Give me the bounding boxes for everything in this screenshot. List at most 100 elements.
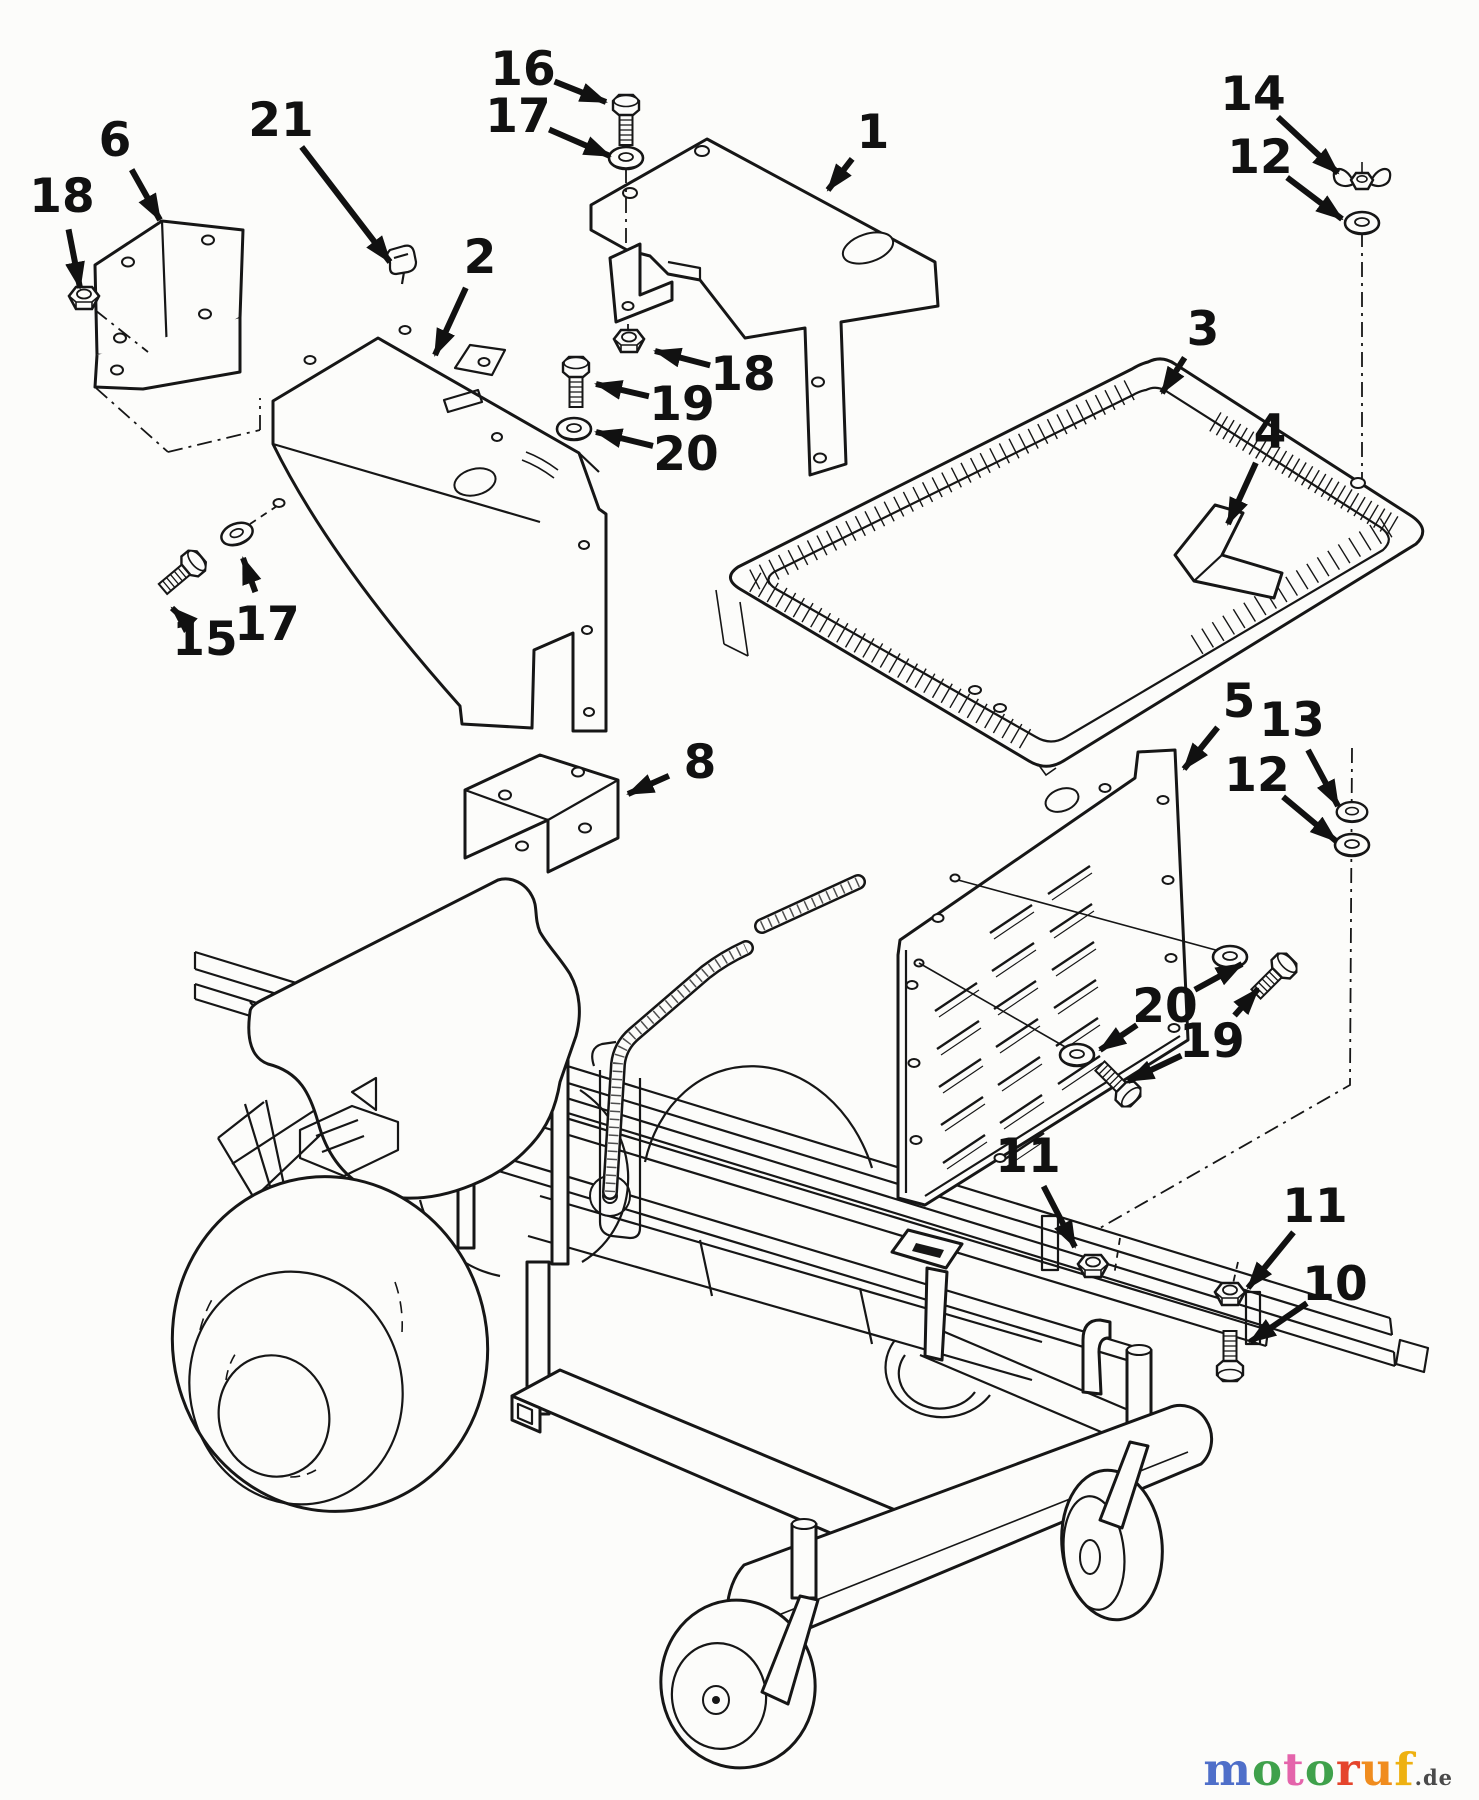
hatch-line (749, 569, 761, 590)
louver-slat-shadow (1005, 1139, 1047, 1168)
hatch-line (1190, 634, 1204, 655)
hatch-line (1094, 394, 1106, 415)
callout-arrow-19 (1232, 987, 1261, 1018)
callout-arrow-17 (240, 556, 262, 594)
callout-arrow-4 (1225, 461, 1259, 526)
watermark-suffix: .de (1414, 1765, 1453, 1790)
louver-slat-shadow (1057, 986, 1099, 1015)
louver-slat-shadow (1055, 948, 1097, 977)
washer-icon (1343, 210, 1381, 236)
hatch-line (1243, 602, 1256, 622)
hatch-line (931, 477, 943, 498)
callout-arrow-13 (1305, 748, 1341, 808)
hatch-line (1232, 608, 1246, 629)
hatch-line (870, 643, 884, 663)
hatch-line (1287, 458, 1301, 478)
hatch-line (775, 587, 788, 608)
hatch-line (1320, 477, 1333, 498)
callout-label-3: 3 (1187, 302, 1220, 357)
hatch-line (1295, 569, 1309, 590)
louver-slat (991, 942, 1035, 972)
callout-arrow-10 (1248, 1300, 1309, 1345)
hatch-line (1010, 723, 1023, 744)
watermark-letter: r (1335, 1743, 1361, 1796)
hatch-line (1337, 544, 1351, 564)
washer-icon (1058, 1042, 1096, 1068)
engine-assembly (247, 874, 866, 1278)
hatch-line (1027, 428, 1039, 449)
louver-slat-shadow (1001, 1063, 1043, 1092)
louver-slat (942, 1134, 986, 1164)
hatch-line (1037, 423, 1049, 445)
callout-arrow-11 (1245, 1230, 1296, 1290)
hatch-line (1358, 531, 1372, 551)
louver-slat (940, 1096, 984, 1126)
callout-label-17: 17 (485, 89, 550, 144)
nut-icon (67, 285, 101, 311)
callout-arrow-18 (653, 347, 711, 369)
bolt-icon (153, 545, 211, 601)
hatch-line (1316, 557, 1330, 577)
hatch-line (1253, 595, 1267, 616)
hood-vent-triangle (350, 1076, 378, 1112)
callout-label-10: 10 (1302, 1257, 1367, 1312)
washer-icon (1335, 800, 1369, 824)
hatch-line (1235, 427, 1248, 448)
louver-slat-shadow (1061, 1062, 1103, 1091)
hatch-line (931, 678, 945, 699)
callout-label-2: 2 (464, 230, 497, 285)
hatch-line (766, 582, 779, 603)
watermark-letter: t (1283, 1743, 1305, 1796)
hatch-line (818, 612, 832, 633)
hatch-line (1268, 446, 1281, 467)
hatch-line (1056, 414, 1068, 435)
seat-mount-bracket (298, 1104, 400, 1178)
hatch-line (1008, 438, 1020, 459)
louver-slat-shadow (940, 1027, 982, 1056)
louver-slat (1049, 903, 1093, 933)
callout-arrow-19 (594, 380, 650, 400)
hatch-line (1294, 462, 1307, 482)
callout-arrow-18 (65, 228, 85, 290)
callout-label-6: 6 (99, 113, 132, 168)
louver-slat-shadow (993, 911, 1035, 940)
hatch-line (1369, 524, 1382, 545)
hatch-line (797, 544, 809, 566)
callout-arrow-19 (1126, 1052, 1183, 1084)
louver-slat (936, 1020, 980, 1050)
hatch-line (1285, 576, 1298, 596)
callout-arrow-16 (553, 78, 608, 105)
callout-label-19: 19 (1179, 1014, 1244, 1069)
callout-label-15: 15 (172, 612, 237, 667)
hatch-line (777, 554, 790, 575)
hatch-line (1340, 489, 1353, 509)
hatch-line (1222, 419, 1235, 440)
hatch-line (1327, 550, 1340, 571)
callout-label-17: 17 (234, 597, 299, 652)
louver-slat (934, 982, 978, 1012)
louver-slat (938, 1058, 982, 1088)
hatch-line (998, 443, 1010, 464)
hatch-line (949, 688, 962, 709)
rear-wheel (170, 1175, 490, 1513)
louver-slat (989, 904, 1033, 934)
wingnut-icon (1332, 160, 1392, 191)
hatch-line (960, 462, 972, 483)
part-3-seat-deck (715, 357, 1425, 777)
hatch-line (845, 520, 857, 542)
callout-arrow-20 (594, 428, 654, 449)
hatch-line (1306, 563, 1319, 583)
louver-slat-shadow (942, 1065, 984, 1094)
louver-slat (1001, 1132, 1045, 1162)
hatch-line (941, 472, 953, 493)
louver-slat (1055, 1017, 1099, 1047)
callout-label-1: 1 (857, 105, 890, 160)
hatch-line (1075, 404, 1087, 425)
hatch-line (1065, 409, 1078, 430)
right-rear-wheel-arc (643, 1065, 874, 1169)
hatch-line (1201, 628, 1214, 648)
washer-icon (1333, 832, 1371, 858)
louver-slat-shadow (997, 987, 1039, 1016)
